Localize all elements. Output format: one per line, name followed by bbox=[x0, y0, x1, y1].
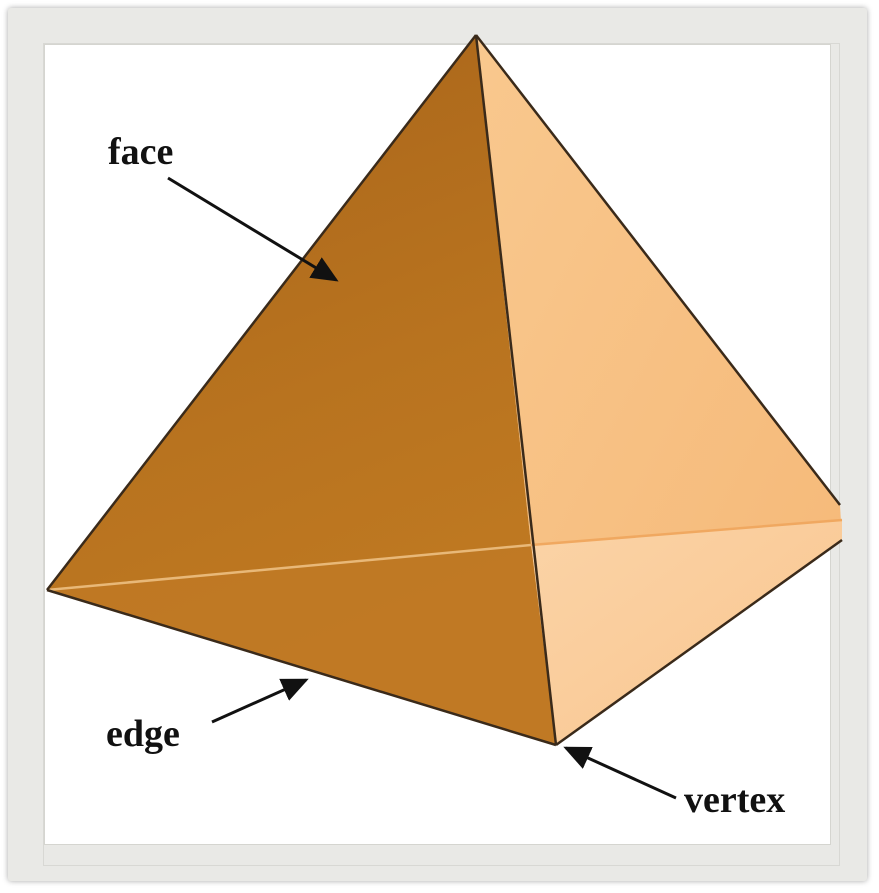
hidden-edge-left bbox=[46, 543, 532, 592]
edge-apex-front bbox=[474, 34, 558, 746]
edge-label: edge bbox=[106, 713, 180, 755]
face-arrow bbox=[167, 176, 339, 282]
edge-bottom-left bbox=[46, 588, 557, 747]
edge-bottom-right bbox=[555, 538, 843, 747]
vertex-label: vertex bbox=[684, 779, 785, 821]
vertex-arrow bbox=[563, 746, 677, 800]
front-lower-face bbox=[47, 545, 556, 745]
hidden-edge-right bbox=[530, 518, 843, 547]
edge-apex-right bbox=[475, 34, 841, 506]
edge-apex-left bbox=[46, 34, 477, 591]
face-label: face bbox=[108, 131, 173, 173]
bottom-right-face bbox=[531, 520, 842, 745]
edge-arrow bbox=[211, 678, 309, 724]
